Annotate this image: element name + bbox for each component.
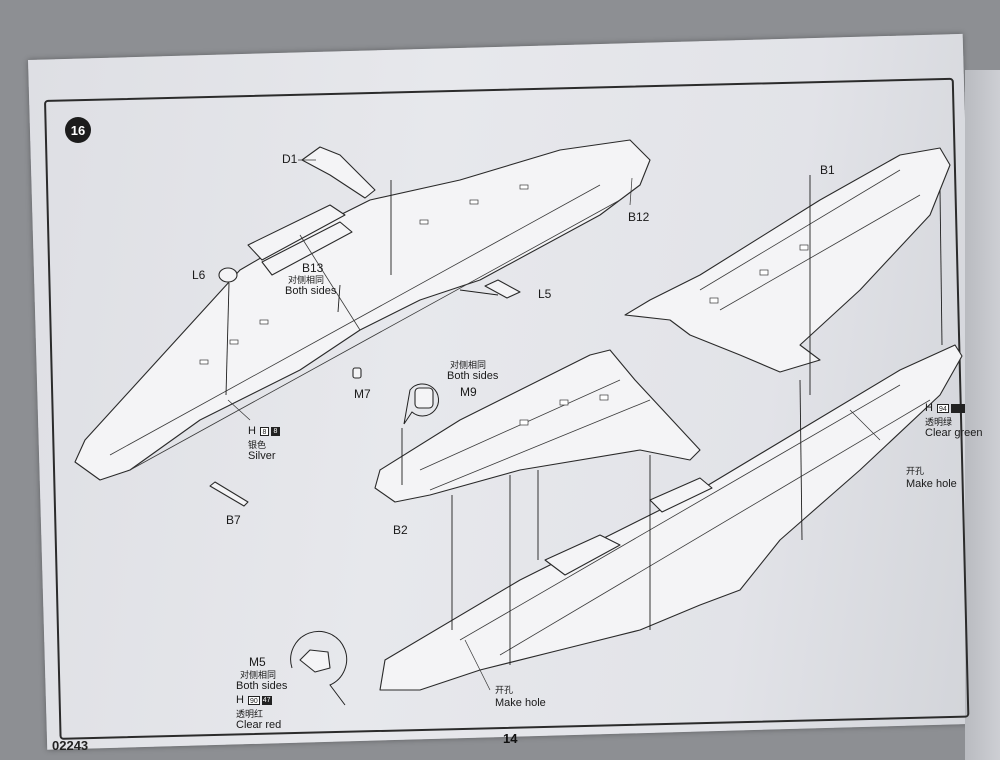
part-m7 [352, 367, 362, 379]
part-label-b13: B13 [302, 261, 324, 275]
note-both-sides-en: Both sides [447, 370, 499, 382]
part-m5 [299, 649, 331, 673]
flap-panel [247, 204, 346, 261]
landing-gear-bay [544, 534, 621, 576]
note-both-sides-en: Both sides [236, 680, 288, 692]
access-panels [199, 184, 809, 426]
page-number: 14 [503, 731, 518, 746]
note-make-hole-en: Make hole [906, 478, 957, 490]
landing-gear-bay [649, 477, 713, 513]
paint-code-swatch: 47 [261, 695, 272, 705]
part-label-m5: M5 [249, 655, 266, 669]
part-l6 [218, 267, 238, 283]
part-d1 [301, 146, 376, 199]
paint-callout-silver: H 8 8 银色 Silver [248, 425, 280, 462]
paint-callout-clear-green: H 94 透明绿 Clear green [925, 402, 982, 439]
note-both-sides-cn: 对侧相同 [288, 275, 325, 285]
paint-code-swatch: 94 [936, 403, 949, 413]
note-make-hole-cn: 开孔 [906, 466, 925, 476]
paint-name-en: Clear red [236, 719, 282, 731]
paint-prefix: H [248, 425, 256, 437]
note-make-hole-en: Make hole [495, 697, 546, 709]
note-both-sides-en: Both sides [285, 285, 337, 297]
part-label-b2: B2 [393, 523, 408, 537]
paint-prefix: H [236, 694, 244, 706]
part-b2-wing [374, 349, 701, 503]
paint-name-cn: 透明红 [236, 709, 264, 719]
leader-lines [227, 159, 881, 691]
part-label-l6: L6 [192, 268, 206, 282]
paint-code-swatch [950, 403, 965, 413]
detail-callout [290, 383, 440, 706]
note-both-sides-cn: 对侧相同 [450, 360, 487, 370]
part-label-b7: B7 [226, 513, 241, 527]
paint-name-cn: 银色 [248, 440, 267, 450]
note-both-sides-cn: 对侧相同 [240, 670, 277, 680]
part-b7 [209, 481, 249, 507]
part-label-d1: D1 [282, 152, 298, 166]
part-b1-wing [624, 147, 951, 373]
paint-code-swatch: 8 [270, 426, 280, 436]
part-label-b1: B1 [820, 163, 835, 177]
panel-lines [109, 169, 931, 656]
part-label-b12: B12 [628, 210, 650, 224]
paint-name-en: Clear green [925, 427, 983, 439]
paint-name-en: Silver [248, 450, 276, 462]
paint-code-swatch: 90 [247, 695, 260, 705]
note-make-hole-cn: 开孔 [495, 685, 514, 695]
catalog-code: 02243 [52, 738, 89, 753]
paint-code-swatch: 8 [259, 426, 269, 436]
part-label-m9: M9 [460, 385, 477, 399]
part-label-l5: L5 [538, 287, 552, 301]
paint-name-cn: 透明绿 [925, 417, 953, 427]
part-l5 [484, 279, 521, 299]
flap-panel [261, 221, 353, 276]
part-m9 [414, 387, 434, 409]
step-number-badge: 16 [65, 117, 91, 143]
next-page-edge [965, 70, 1000, 760]
paint-callout-clear-red: H 90 47 透明红 Clear red [236, 694, 281, 731]
paint-prefix: H [925, 402, 933, 414]
part-label-m7: M7 [354, 387, 371, 401]
guide-lines [225, 175, 943, 665]
